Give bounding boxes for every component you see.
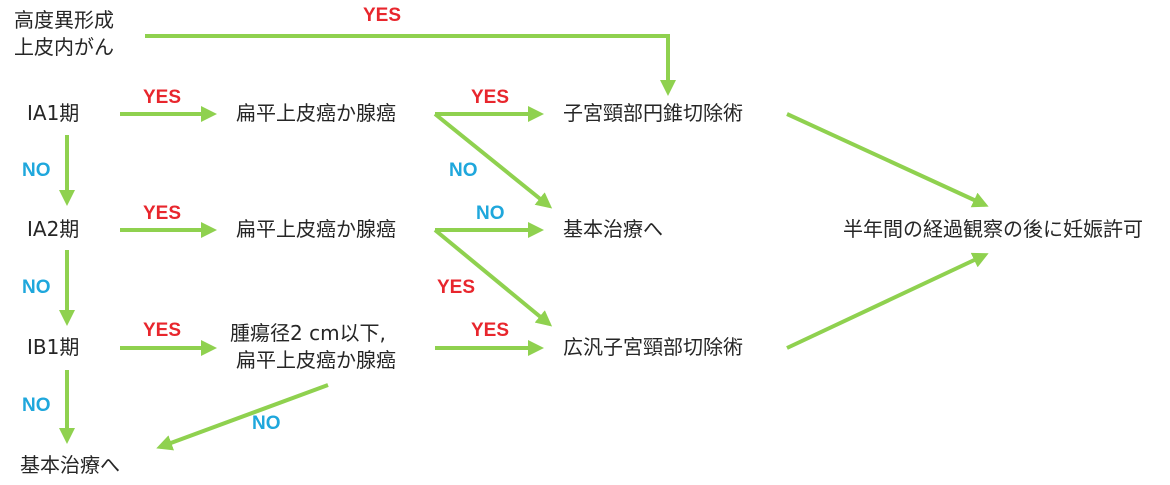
label-yes-histology-ia2: YES: [437, 277, 476, 298]
arrow-dysplasia-to-conization: [145, 34, 676, 96]
label-yes-histology-ib1: YES: [471, 320, 510, 341]
label-yes-ia2: YES: [143, 203, 182, 224]
node-high-grade-dysplasia-line2: 上皮内がん: [14, 35, 114, 59]
arrow-histology-ib1-to-basic: [156, 383, 329, 451]
node-high-grade-dysplasia: 高度異形成 上皮内がん: [14, 7, 114, 61]
node-pregnancy-permission: 半年間の経過観察の後に妊娠許可: [843, 217, 1143, 241]
label-no-histology-ib1: NO: [252, 413, 281, 434]
arrow-histology-ia2-to-trachelectomy: [433, 228, 553, 327]
node-basic-treatment-mid: 基本治療へ: [563, 217, 663, 241]
node-stage-ia2: IA2期: [27, 217, 80, 241]
arrow-conization-to-pregnancy: [786, 112, 989, 208]
arrow-histology-ia1-to-basic: [433, 112, 553, 209]
node-stage-ib1: IB1期: [27, 335, 80, 359]
node-histology-ib1-line2: 扁平上皮癌か腺癌: [236, 348, 396, 372]
node-histology-ia1: 扁平上皮癌か腺癌: [236, 101, 396, 125]
label-no-ia2: NO: [22, 277, 51, 298]
label-yes-histology-ia1: YES: [471, 87, 510, 108]
node-histology-ib1-line1: 腫瘍径2 cm以下,: [230, 321, 386, 345]
node-conization: 子宮頸部円錐切除術: [563, 101, 743, 125]
node-stage-ia1: IA1期: [27, 101, 80, 125]
node-high-grade-dysplasia-line1: 高度異形成: [14, 8, 114, 32]
label-no-ia1: NO: [22, 160, 51, 181]
node-histology-ib1: 腫瘍径2 cm以下, 扁平上皮癌か腺癌: [230, 320, 396, 374]
label-no-histology-ia1: NO: [449, 160, 478, 181]
label-yes-dysplasia: YES: [363, 5, 402, 26]
node-radical-trachelectomy: 広汎子宮頸部切除術: [563, 335, 743, 359]
label-no-histology-ia2: NO: [476, 203, 505, 224]
label-yes-ia1: YES: [143, 87, 182, 108]
label-no-ib1: NO: [22, 395, 51, 416]
node-histology-ia2: 扁平上皮癌か腺癌: [236, 217, 396, 241]
arrow-trachelectomy-to-pregnancy: [786, 252, 989, 350]
label-yes-ib1: YES: [143, 320, 182, 341]
node-basic-treatment-bottom: 基本治療へ: [20, 453, 120, 477]
